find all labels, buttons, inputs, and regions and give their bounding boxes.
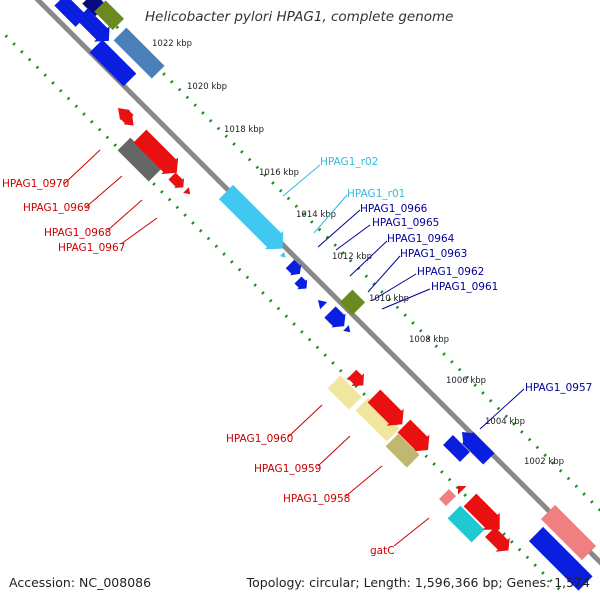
gene-block-pink[interactable]	[540, 504, 597, 561]
scale-label: 1014 kbp	[296, 210, 336, 220]
gene-label[interactable]: HPAG1_0967	[58, 242, 125, 254]
gene-label[interactable]: gatC	[370, 545, 395, 557]
gene-arrow-blue[interactable]	[74, 6, 116, 48]
gene-arrow-red[interactable]	[462, 492, 509, 539]
leader-line	[349, 240, 388, 277]
gene-arrow-blue[interactable]	[456, 426, 495, 465]
gene-label[interactable]: HPAG1_0970	[2, 178, 69, 190]
gene-label[interactable]: HPAG1_r01	[347, 188, 405, 200]
gene-arrow-red[interactable]	[396, 418, 437, 459]
gene-block-olive[interactable]	[339, 289, 366, 316]
leader-line	[313, 194, 348, 234]
gene-block-steel[interactable]	[113, 27, 165, 79]
gene-arrow-rrna[interactable]	[217, 183, 292, 258]
gene-block-pink[interactable]	[439, 489, 457, 507]
leader-line	[381, 288, 431, 310]
gene-label[interactable]: HPAG1_0959	[254, 463, 321, 475]
leader-line	[317, 209, 361, 248]
label-leader-lines	[63, 149, 525, 547]
topology-summary: Topology: circular; Length: 1,596,366 bp…	[246, 575, 590, 590]
genome-title: Helicobacter pylori HPAG1, complete geno…	[145, 9, 454, 25]
leader-line	[282, 164, 321, 197]
leader-line	[345, 465, 383, 497]
gene-block-pale-yellow[interactable]	[327, 375, 362, 410]
gene-arrow-blue[interactable]	[293, 275, 311, 293]
scale-label: 1004 kbp	[485, 417, 525, 427]
gene-label[interactable]: HPAG1_0964	[387, 233, 455, 245]
gene-label[interactable]: HPAG1_0969	[23, 202, 90, 214]
genome-backbone	[34, 0, 600, 566]
gene-label[interactable]: HPAG1_0960	[226, 433, 293, 445]
gene-label[interactable]: HPAG1_0958	[283, 493, 350, 505]
leader-line	[317, 435, 351, 467]
gene-arrow-rrna-small[interactable]	[279, 251, 288, 260]
gene-label[interactable]: HPAG1_0966	[360, 203, 428, 215]
gene-arrow-red[interactable]	[483, 525, 516, 558]
gene-label[interactable]: HPAG1_0962	[417, 266, 484, 278]
accession-text: Accession: NC_008086	[9, 575, 152, 590]
gene-arrow-blue[interactable]	[443, 435, 470, 462]
leader-line	[372, 273, 417, 301]
scale-label: 1020 kbp	[187, 82, 227, 92]
gene-arrow-blue[interactable]	[314, 296, 328, 310]
gene-block-blue[interactable]	[89, 39, 137, 87]
tick-track-inner	[0, 27, 562, 592]
gene-label[interactable]: HPAG1_0965	[372, 217, 439, 229]
gene-arrow-red[interactable]	[454, 482, 467, 495]
scale-labels: 1022 kbp 1020 kbp 1018 kbp 1016 kbp 1014…	[152, 39, 564, 467]
leader-line	[85, 175, 123, 208]
leader-line	[335, 224, 371, 251]
gene-arrow-red[interactable]	[167, 171, 188, 192]
gene-arrow-blue[interactable]	[323, 305, 351, 333]
gene-labels: HPAG1_r02 HPAG1_r01 HPAG1_0966 HPAG1_096…	[2, 156, 592, 557]
gene-block-olive[interactable]	[94, 0, 125, 31]
gene-arrow-red[interactable]	[123, 115, 138, 130]
leader-line	[107, 199, 143, 231]
leader-line	[393, 517, 430, 547]
gene-block-blue[interactable]	[528, 526, 593, 591]
gene-block-khaki[interactable]	[385, 433, 420, 468]
gene-label[interactable]: HPAG1_0963	[400, 248, 467, 260]
gene-arrow-red[interactable]	[346, 368, 370, 392]
scale-label: 1006 kbp	[446, 376, 486, 386]
leader-line	[287, 404, 323, 438]
gene-block-grey[interactable]	[117, 137, 162, 182]
leader-line	[367, 255, 401, 293]
gene-label[interactable]: HPAG1_0961	[431, 281, 498, 293]
leader-line	[63, 149, 101, 185]
gene-arrow-red[interactable]	[113, 103, 134, 124]
scale-label: 1008 kbp	[409, 335, 449, 345]
gene-block-pale-yellow[interactable]	[355, 397, 400, 442]
scale-label: 1002 kbp	[524, 457, 564, 467]
scale-label: 1012 kbp	[332, 252, 372, 262]
scale-label: 1018 kbp	[224, 125, 264, 135]
leader-line	[479, 388, 525, 430]
gene-arrow-red[interactable]	[183, 187, 193, 197]
leader-line	[120, 217, 158, 245]
gene-label[interactable]: HPAG1_0968	[44, 227, 111, 239]
scale-label: 1016 kbp	[259, 168, 299, 178]
gene-label[interactable]: HPAG1_r02	[320, 156, 378, 168]
scale-label: 1022 kbp	[152, 39, 192, 49]
gene-arrow-blue[interactable]	[343, 325, 353, 335]
gene-arrow-red[interactable]	[366, 388, 411, 433]
gene-arrow-red[interactable]	[132, 128, 186, 182]
gene-label[interactable]: HPAG1_0957	[525, 382, 592, 394]
gene-block-teal[interactable]	[447, 505, 485, 543]
scale-label: 1010 kbp	[369, 294, 409, 304]
gene-arrow-blue[interactable]	[284, 258, 305, 279]
